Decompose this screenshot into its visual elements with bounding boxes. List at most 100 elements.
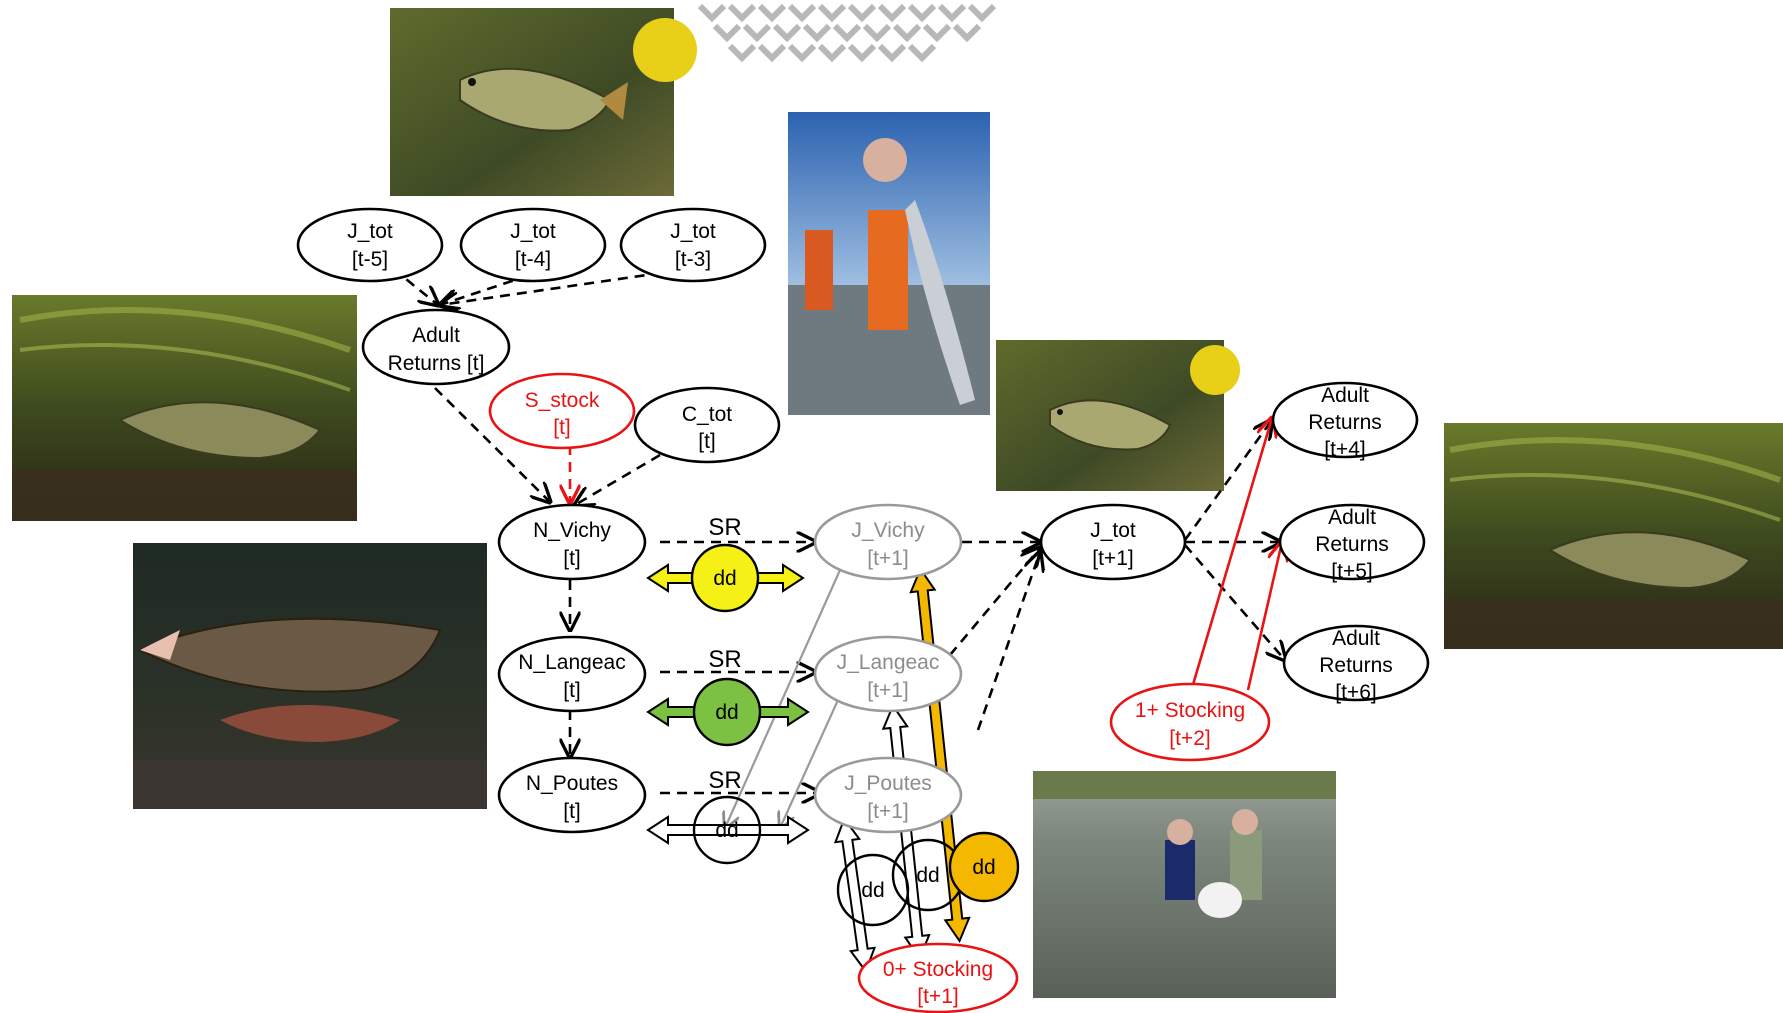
label-adult-t4-1: Adult [1321,384,1369,407]
edge-1plus-adult5 [1246,542,1282,691]
edge-jpoutes-jtot [976,552,1040,731]
sr-labels: SR SR SR [708,514,741,794]
dd-circle-poutes [692,795,762,865]
dd-circle-langeac [692,677,762,747]
edge-jtot5-adult [379,256,438,305]
label-n-vichy-1: N_Vichy [533,519,611,542]
red-edges [570,418,1282,691]
node-j-tot [1039,503,1187,581]
photo-adult-salmon-right [1444,423,1783,649]
edge-grey-jlangeac [780,699,840,828]
label-adult-t5-2: Returns [1315,533,1389,556]
label-n-langeac-1: N_Langeac [518,651,625,674]
label-dd-langeac: dd [715,701,738,724]
label-dd-small-a: dd [861,879,884,902]
label-sr-vichy: SR [708,514,741,541]
edge-jtot-adult6 [1184,544,1285,660]
label-dd-stocking: dd [972,856,995,879]
dd-circle-stocking [948,831,1020,903]
edge-adult-nvichy [434,387,550,502]
label-adult-t5-3: [t+5] [1331,560,1372,583]
node-j-langeac [813,635,963,713]
label-j-tot-1: J_tot [1090,519,1136,542]
dd-circle-small-a [836,853,910,927]
label-n-vichy-2: [t] [563,547,581,570]
label-dd-poutes: dd [715,819,738,842]
label-adult-t4-3: [t+4] [1324,438,1365,461]
dd-labels: dd dd dd dd dd dd [713,567,995,902]
label-j-langeac-2: [t+1] [867,679,908,702]
label-jtot-t4-2: [t-4] [515,248,551,271]
node-jtot-t3 [619,207,767,283]
label-0plus-stocking-1: 0+ Stocking [883,958,993,981]
node-j-poutes [813,756,963,834]
label-adult-t4-2: Returns [1308,411,1382,434]
chevron-decoration [697,3,997,63]
photo-parr-top [390,8,697,196]
label-n-poutes-1: N_Poutes [526,772,618,795]
edge-jlangeac-jtot [949,548,1040,656]
label-j-vichy-2: [t+1] [867,547,908,570]
node-shapes [296,207,1430,1013]
node-n-poutes [497,756,647,834]
label-dd-vichy: dd [713,567,736,590]
label-jtot-t5-2: [t-5] [352,248,388,271]
node-1plus-stocking [1109,682,1271,762]
label-jtot-t5-1: J_tot [347,220,393,243]
label-j-poutes-2: [t+1] [867,800,908,823]
photo-fishermen [788,112,990,415]
label-0plus-stocking-2: [t+1] [917,985,958,1008]
edge-1plus-adult4 [1190,418,1272,689]
label-n-langeac-2: [t] [563,679,581,702]
node-s-stock [488,372,636,450]
label-jtot-t3-2: [t-3] [675,248,711,271]
photo-adult-salmon-left [12,295,357,521]
label-j-tot-2: [t+1] [1092,547,1133,570]
photo-spawning-salmon [133,543,487,809]
node-j-vichy [813,503,963,581]
node-n-vichy [497,503,647,581]
label-s-stock-2: [t] [553,416,571,439]
label-adult-t6-3: [t+6] [1335,681,1376,704]
dd-circles [690,543,1020,927]
label-1plus-stocking-1: 1+ Stocking [1135,699,1245,722]
edge-ctot-nvichy [575,453,661,505]
dd-circle-vichy [690,543,760,613]
label-sr-langeac: SR [708,646,741,673]
label-adult-t5-1: Adult [1328,506,1376,529]
node-adult-t5 [1278,503,1426,581]
node-jtot-t4 [459,207,607,283]
label-n-poutes-2: [t] [563,800,581,823]
node-0plus-stocking [857,942,1019,1013]
label-c-tot-1: C_tot [682,403,732,426]
label-adult-t6-1: Adult [1332,627,1380,650]
label-c-tot-2: [t] [698,430,716,453]
photo-parr-middle [996,340,1240,491]
label-j-poutes-1: J_Poutes [844,772,932,795]
label-sr-poutes: SR [708,767,741,794]
photo-river-stocking [1033,771,1336,998]
label-1plus-stocking-2: [t+2] [1169,727,1210,750]
label-j-vichy-1: J_Vichy [851,519,925,542]
node-adult-t4 [1271,381,1419,459]
node-n-langeac [497,635,647,713]
grey-edges [725,569,842,828]
label-dd-small-b: dd [916,864,939,887]
node-adult-t6 [1282,624,1430,702]
label-jtot-t4-1: J_tot [510,220,556,243]
node-c-tot [633,386,781,464]
label-jtot-t3-1: J_tot [670,220,716,243]
label-j-langeac-1: J_Langeac [837,651,940,674]
label-adult-t6-2: Returns [1319,654,1393,677]
edge-jtot-adult4 [1183,420,1272,541]
node-labels: J_tot [t-5] J_tot [t-4] J_tot [t-3] Adul… [347,220,1393,1008]
dd-arrow-poutes [646,815,810,845]
label-adult-t-1: Adult [412,324,460,347]
edge-grey-jvichy [725,569,842,828]
label-s-stock-1: S_stock [525,389,600,412]
node-adult-returns-t [361,308,511,386]
node-jtot-t5 [296,207,444,283]
label-adult-t-2: Returns [t] [388,352,485,375]
